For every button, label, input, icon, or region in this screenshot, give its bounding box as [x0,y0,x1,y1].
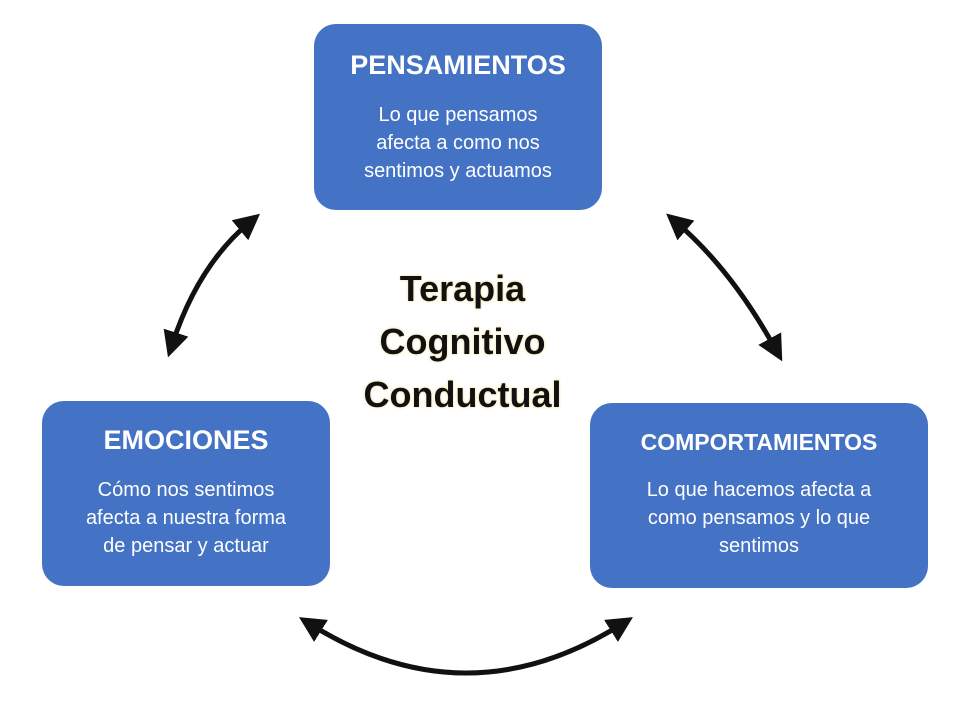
center-title: Terapia Cognitivo Conductual [330,262,595,421]
node-desc-pensamientos: Lo que pensamos afecta a como nos sentim… [314,101,602,185]
node-desc-line: afecta a nuestra forma [85,507,287,529]
node-desc-line: Cómo nos sentimos [97,479,275,501]
node-desc-line: sentimos [718,535,800,557]
center-title-line: Conductual [363,374,562,415]
arrow-emociones-pensamientos [163,213,261,358]
node-pensamientos: PENSAMIENTOS Lo que pensamos afecta a co… [314,24,602,210]
node-desc-line: Lo que hacemos afecta a [646,479,872,501]
node-emociones: EMOCIONES Cómo nos sentimos afecta a nue… [42,401,330,586]
node-desc-line: como pensamos y lo que [647,507,871,529]
node-title-emociones: EMOCIONES [103,425,269,455]
node-desc-line: afecta a como nos [376,132,540,154]
arrow-pensamientos-comportamientos [666,213,783,362]
node-desc-emociones: Cómo nos sentimos afecta a nuestra forma… [42,476,330,560]
node-desc-line: de pensar y actuar [103,535,269,557]
node-desc-line: Lo que pensamos [378,104,538,126]
node-comportamientos: COMPORTAMIENTOS Lo que hacemos afecta a … [590,403,928,588]
node-title-comportamientos: COMPORTAMIENTOS [640,429,878,455]
node-desc-line: sentimos y actuamos [364,160,552,182]
node-title-pensamientos: PENSAMIENTOS [350,50,566,80]
center-title-line: Cognitivo [379,321,546,362]
arrow-emociones-comportamientos [298,617,634,676]
center-title-line: Terapia [399,268,526,309]
node-desc-comportamientos: Lo que hacemos afecta a como pensamos y … [590,476,928,560]
